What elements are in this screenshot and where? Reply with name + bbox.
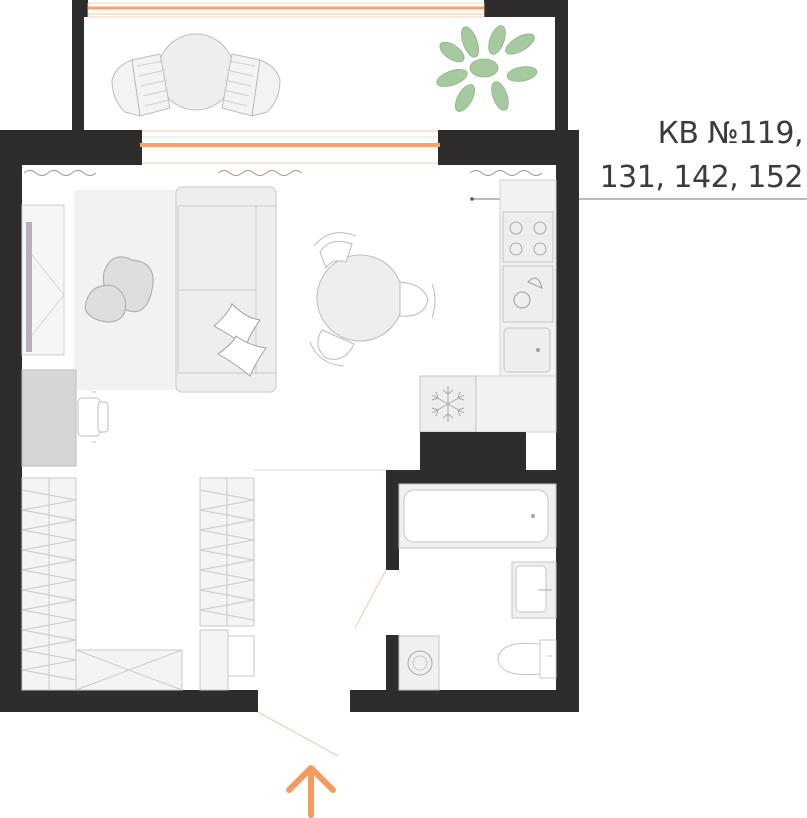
sofa bbox=[175, 186, 277, 393]
wardrobe-left bbox=[21, 477, 77, 691]
apartment-label-line2: 131, 142, 152 bbox=[599, 160, 804, 195]
entrance-door-swing bbox=[257, 711, 339, 757]
dining-chair-right bbox=[399, 281, 436, 319]
desk bbox=[21, 369, 77, 467]
wall-bath-top bbox=[386, 470, 556, 484]
wardrobe-hall bbox=[199, 477, 255, 627]
tv-unit bbox=[21, 204, 65, 356]
snowflake-icon bbox=[431, 386, 465, 422]
dining-chair-top bbox=[313, 232, 357, 270]
wall-bottom-left bbox=[0, 690, 258, 712]
apartment-label-line1: КВ №119, bbox=[657, 116, 804, 151]
label-leader-dot bbox=[470, 197, 474, 201]
wall-right bbox=[556, 130, 579, 712]
dining-chair-bottom bbox=[309, 329, 355, 367]
balcony-round-table bbox=[157, 33, 235, 111]
toilet bbox=[497, 639, 557, 679]
kitchen bbox=[419, 179, 557, 433]
main-window bbox=[140, 130, 440, 165]
kitchen-sink bbox=[503, 327, 551, 373]
shoe-cabinet bbox=[199, 629, 255, 691]
dining-set bbox=[309, 232, 436, 367]
arrow-up-icon bbox=[286, 765, 336, 818]
wall-bath-left-lower bbox=[386, 635, 399, 712]
desk-chair bbox=[77, 391, 109, 443]
balcony-wall-top-right bbox=[484, 0, 568, 17]
balcony-wall-left bbox=[72, 0, 84, 130]
balcony bbox=[72, 0, 568, 130]
wall-left bbox=[0, 130, 22, 712]
bathroom-door-swing bbox=[354, 569, 387, 629]
apartment-number-label: КВ №119, 131, 142, 152 bbox=[599, 112, 804, 200]
washing-machine bbox=[398, 635, 440, 691]
sofa-pillow-2 bbox=[217, 335, 267, 377]
balcony-window-frame bbox=[87, 2, 485, 18]
cooktop bbox=[502, 211, 554, 263]
wall-kitchen-block bbox=[420, 432, 526, 470]
bathroom bbox=[398, 483, 557, 691]
balcony-chair-right bbox=[221, 53, 281, 117]
tv-screen bbox=[26, 222, 32, 352]
dining-table bbox=[316, 254, 404, 342]
internal-walls bbox=[386, 432, 556, 712]
wall-top-left bbox=[0, 130, 142, 165]
wall-bottom-right bbox=[350, 690, 579, 712]
outer-walls bbox=[0, 130, 579, 712]
curtains bbox=[23, 170, 543, 176]
plant-icon bbox=[436, 25, 538, 112]
coffee-table-2 bbox=[84, 284, 127, 323]
wall-bath-left-upper bbox=[386, 470, 399, 570]
balcony-wall-right bbox=[555, 0, 568, 130]
balcony-chair-left bbox=[111, 53, 171, 117]
balcony-wall-top-left bbox=[72, 0, 88, 17]
storage-box bbox=[75, 649, 183, 691]
wall-top-right bbox=[438, 130, 579, 165]
